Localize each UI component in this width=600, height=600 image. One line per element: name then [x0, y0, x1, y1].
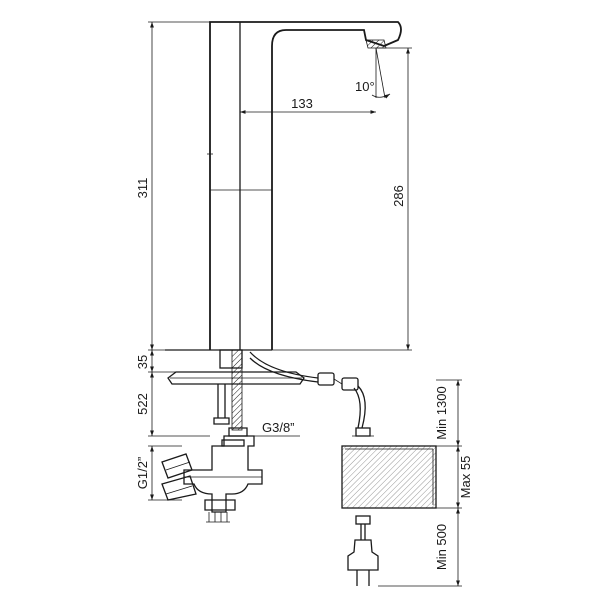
control-box: [341, 427, 437, 525]
base-height-label: 35: [135, 355, 150, 369]
spout-angle-indicator: [371, 47, 391, 99]
faucet-body: [207, 21, 402, 351]
hose-thread-label: G3/8”: [262, 420, 295, 435]
dimension-base-height: [148, 350, 176, 373]
spout-reach-label: 133: [291, 96, 313, 111]
dimension-spout-height: [272, 47, 412, 351]
dimension-total-height: [148, 21, 210, 351]
box-max-label: Max 55: [458, 456, 473, 499]
power-plug: [347, 524, 379, 586]
spout-angle-label: 10°: [355, 79, 375, 94]
dimension-valve-thread: [148, 445, 182, 501]
cable-min-top-label: Min 1300: [434, 386, 449, 439]
total-height-label: 311: [135, 178, 150, 199]
aerator: [365, 39, 387, 49]
sensor-cable: [249, 351, 366, 429]
cable-min-bottom-label: Min 500: [434, 524, 449, 570]
spout-height-label: 286: [391, 185, 406, 207]
valve-thread-label: G1/2”: [135, 457, 150, 490]
hose-length-label: 522: [135, 393, 150, 415]
angle-valve: [161, 435, 263, 523]
dimension-cable-min-bottom: [378, 508, 462, 587]
dimension-hose-length: [148, 372, 210, 437]
flexible-hose: [213, 349, 248, 437]
